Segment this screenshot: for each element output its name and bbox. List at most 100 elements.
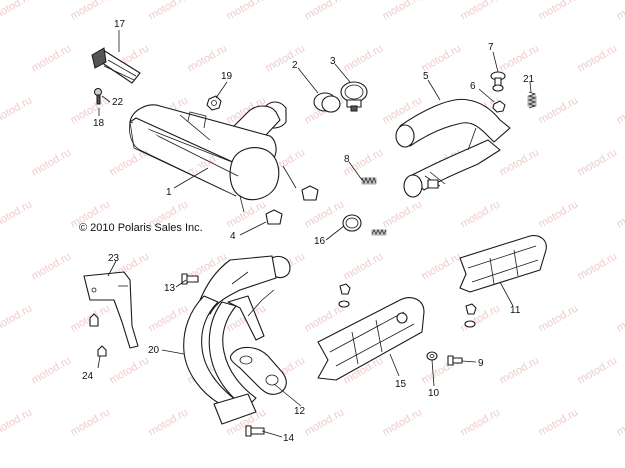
watermark-text: motod.ru xyxy=(303,406,347,438)
watermark-text: motod.ru xyxy=(225,198,269,230)
callout-22: 22 xyxy=(112,97,124,108)
callout-5: 5 xyxy=(423,71,429,82)
callout-15: 15 xyxy=(395,379,407,390)
watermark-text: motod.ru xyxy=(381,406,425,438)
clamp-ring-part xyxy=(313,92,341,113)
fastener-part-24 xyxy=(89,313,107,357)
watermark-text: motod.ru xyxy=(498,146,542,178)
watermark-text: motod.ru xyxy=(69,0,113,23)
gasket-part xyxy=(229,346,287,395)
watermark-text: motod.ru xyxy=(420,42,464,74)
callout-7: 7 xyxy=(488,42,494,53)
watermark-text: motod.ru xyxy=(30,250,74,282)
leader-lines xyxy=(97,30,532,438)
callout-11: 11 xyxy=(510,305,521,316)
callout-6: 6 xyxy=(470,81,476,92)
heat-shield-front-part xyxy=(317,297,425,381)
spark-arrestor-part xyxy=(91,47,141,84)
watermark-text: motod.ru xyxy=(615,302,625,334)
watermark-text: motod.ru xyxy=(342,42,386,74)
watermark-text: motod.ru xyxy=(537,406,581,438)
callout-24: 24 xyxy=(82,371,94,382)
watermark-text: motod.ru xyxy=(342,250,386,282)
callout-17: 17 xyxy=(114,19,126,30)
callout-10: 10 xyxy=(428,388,440,399)
watermark-text: motod.ru xyxy=(108,146,152,178)
copyright-text: © 2010 Polaris Sales Inc. xyxy=(79,222,203,234)
watermark-text: motod.ru xyxy=(0,406,34,438)
callout-14: 14 xyxy=(283,433,295,444)
callout-16: 16 xyxy=(314,236,326,247)
callout-1: 1 xyxy=(166,187,172,198)
mounting-bracket-part xyxy=(83,271,139,349)
watermark-text: motod.ru xyxy=(459,302,503,334)
bolt-part-13 xyxy=(181,273,199,285)
callout-labels: 17 22 18 19 1 2 3 5 7 6 21 8 4 16 23 13 … xyxy=(82,19,535,444)
watermark-text: motod.ru xyxy=(0,302,34,334)
watermark-text: motod.ru xyxy=(0,94,34,126)
watermark-text: motod.ru xyxy=(30,354,74,386)
watermark-text: motod.ru xyxy=(459,406,503,438)
watermark-text: motod.ru xyxy=(420,250,464,282)
watermark-text: motod.ru xyxy=(381,198,425,230)
watermark-text: motod.ru xyxy=(615,94,625,126)
watermark-text: motod.ru xyxy=(147,0,191,23)
watermark-text: motod.ru xyxy=(225,0,269,23)
spring-part-16 xyxy=(371,229,387,236)
watermark-text: motod.ru xyxy=(30,42,74,74)
callout-19: 19 xyxy=(221,71,233,82)
watermark-text: motod.ru xyxy=(147,302,191,334)
watermark-text: motod.ru xyxy=(303,302,347,334)
watermark-text: motod.ru xyxy=(537,302,581,334)
header-pipe-part xyxy=(183,255,291,425)
watermark-text: motod.ru xyxy=(537,0,581,23)
watermark-text: motod.ru xyxy=(576,354,620,386)
watermark-text: motod.ru xyxy=(576,250,620,282)
washer-parts xyxy=(338,283,477,366)
watermark-text: motod.ru xyxy=(537,94,581,126)
watermark-text: motod.ru xyxy=(0,0,34,23)
nut-part-19 xyxy=(206,95,222,111)
watermark-text: motod.ru xyxy=(381,0,425,23)
watermark-text: motod.ru xyxy=(615,198,625,230)
band-clamp-part xyxy=(340,81,368,112)
bolt-part-14 xyxy=(245,425,265,437)
watermark-text: motod.ru xyxy=(69,94,113,126)
callout-8: 8 xyxy=(344,154,350,165)
callout-2: 2 xyxy=(292,60,298,71)
watermark-text: motod.ru xyxy=(69,406,113,438)
watermark-text: motod.ru xyxy=(576,42,620,74)
callout-12: 12 xyxy=(294,406,306,417)
watermark-layer: motod.ru motod.ru motod.ru motod.ru motod.ru… xyxy=(0,0,625,439)
watermark-text: motod.ru xyxy=(303,0,347,23)
watermark-text: motod.ru xyxy=(615,0,625,23)
spring-part-21 xyxy=(527,91,537,109)
watermark-text: motod.ru xyxy=(108,354,152,386)
callout-4: 4 xyxy=(230,231,236,242)
watermark-text: motod.ru xyxy=(303,198,347,230)
spring-part-8 xyxy=(361,176,377,185)
watermark-text: motod.ru xyxy=(30,146,74,178)
callout-18: 18 xyxy=(93,118,105,129)
watermark-text: motod.ru xyxy=(147,406,191,438)
watermark-text: motod.ru xyxy=(459,198,503,230)
watermark-text: motod.ru xyxy=(498,42,542,74)
watermark-text: motod.ru xyxy=(576,146,620,178)
heat-shield-rear-part xyxy=(459,235,547,293)
callout-23: 23 xyxy=(108,253,120,264)
small-screw-part xyxy=(94,88,102,105)
watermark-text: motod.ru xyxy=(537,198,581,230)
watermark-text: motod.ru xyxy=(615,406,625,438)
watermark-text: motod.ru xyxy=(459,0,503,23)
muffler-part xyxy=(129,101,297,213)
seal-ring-part xyxy=(342,214,362,232)
watermark-text: motod.ru xyxy=(186,42,230,74)
watermark-text: motod.ru xyxy=(498,354,542,386)
grommet-part xyxy=(265,185,319,225)
nut-part-6 xyxy=(492,100,506,113)
y-pipe-part xyxy=(395,98,511,198)
mount-bolt-part xyxy=(490,71,506,92)
watermark-text: motod.ru xyxy=(264,42,308,74)
